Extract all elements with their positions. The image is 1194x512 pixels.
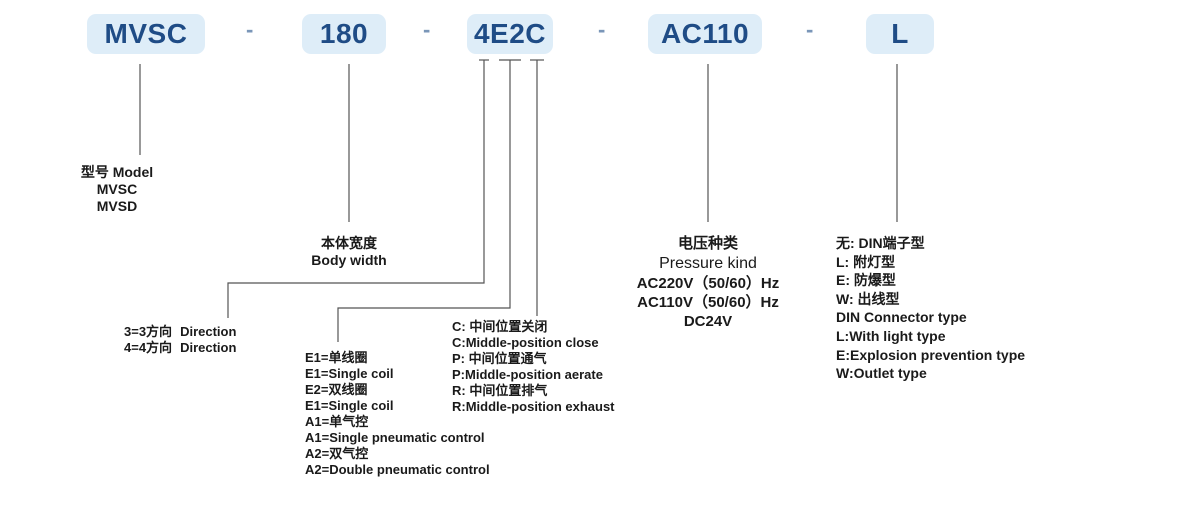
voltage-title-cn: 电压种类 (677, 235, 738, 252)
middle-line: R:Middle-position exhaust (452, 399, 615, 414)
separator-dash: - (598, 17, 606, 42)
middle-line: C:Middle-position close (452, 335, 599, 350)
width-title-en: Body width (311, 252, 387, 268)
coil-line: A1=Single pneumatic control (305, 430, 485, 445)
coil-line: A2=Double pneumatic control (305, 462, 490, 477)
model-option: MVSC (96, 181, 138, 197)
separator-dash: - (246, 17, 254, 42)
connector-line: L: 附灯型 (836, 253, 896, 270)
connector-line: E: 防爆型 (836, 272, 896, 289)
code-voltage-pill: AC110 (648, 14, 762, 54)
direction-row: 3=3方向 Direction (124, 324, 236, 340)
model-block: 型号 Model MVSC MVSD (62, 164, 172, 215)
coil-line: E2=双线圈 (305, 382, 368, 397)
direction-row: 4=4方向 Direction (124, 340, 236, 356)
direction-code: 4=4方向 (124, 340, 173, 355)
middle-line: P: 中间位置通气 (452, 351, 547, 366)
direction-block: 3=3方向 Direction 4=4方向 Direction (124, 324, 236, 356)
width-block: 本体宽度 Body width (286, 235, 412, 269)
connector-line: L:With light type (836, 327, 946, 344)
connector-line: E:Explosion prevention type (836, 346, 1026, 363)
connector-block: 无: DIN端子型 L: 附灯型 E: 防爆型 W: 出线型 DIN Conne… (836, 234, 1025, 383)
leader-coil (337, 60, 511, 342)
connector-line: W: 出线型 (836, 290, 900, 307)
coil-line: A1=单气控 (305, 414, 369, 429)
coil-line: E1=Single coil (305, 366, 394, 381)
voltage-block: 电压种类 Pressure kind AC220V（50/60）Hz AC110… (598, 234, 818, 331)
coil-block: E1=单线圈 E1=Single coil E2=双线圈 E1=Single c… (305, 350, 490, 478)
direction-label: Direction (180, 324, 237, 339)
direction-code: 3=3方向 (124, 324, 173, 339)
coil-line: E1=单线圈 (305, 350, 368, 365)
voltage-option: DC24V (683, 313, 733, 330)
separator-dash: - (423, 17, 431, 42)
direction-label: Direction (180, 340, 237, 355)
leader-direction (227, 60, 485, 318)
middle-position-block: C: 中间位置关闭 C:Middle-position close P: 中间位… (452, 319, 615, 415)
coil-line: E1=Single coil (305, 398, 394, 413)
model-option: MVSD (96, 198, 138, 214)
connector-line: 无: DIN端子型 (836, 235, 925, 251)
voltage-option: AC110V（50/60）Hz (637, 294, 779, 311)
coil-line: A2=双气控 (305, 446, 369, 461)
code-model-pill: MVSC (87, 14, 205, 54)
middle-line: C: 中间位置关闭 (452, 319, 548, 334)
voltage-title-en: Pressure kind (659, 255, 757, 272)
connector-line: DIN Connector type (836, 309, 967, 326)
model-title: 型号 Model (80, 164, 154, 180)
separator-dash: - (806, 17, 814, 42)
code-function-pill: 4E2C (467, 14, 553, 54)
connector-line: W:Outlet type (836, 365, 927, 382)
code-width-pill: 180 (302, 14, 386, 54)
width-title-cn: 本体宽度 (321, 235, 377, 251)
middle-line: R: 中间位置排气 (452, 383, 548, 398)
voltage-option: AC220V（50/60）Hz (636, 275, 780, 292)
middle-line: P:Middle-position aerate (452, 367, 603, 382)
code-connector-pill: L (866, 14, 934, 54)
